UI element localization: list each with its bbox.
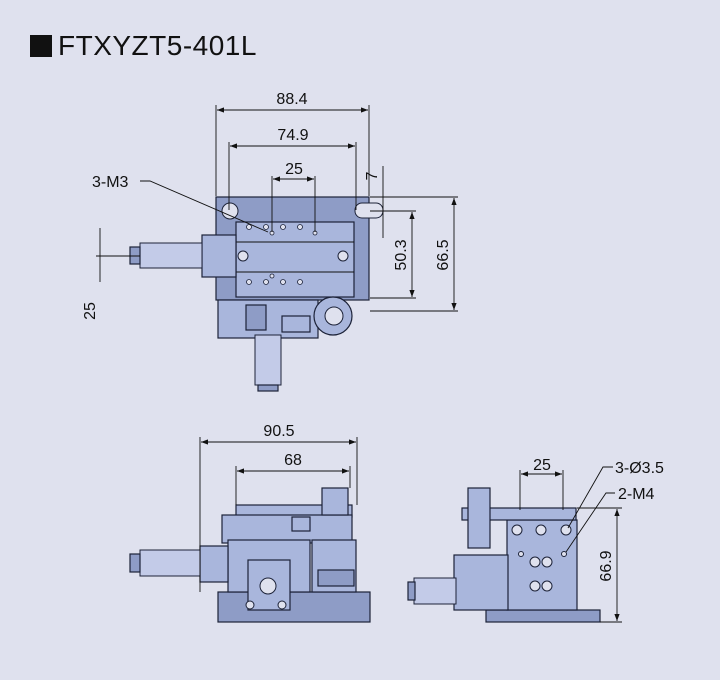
front-micrometer bbox=[139, 549, 201, 577]
dim-66-9: 66.9 bbox=[598, 550, 615, 581]
front-view: 90.5 68 bbox=[129, 423, 371, 623]
side-micrometer bbox=[413, 577, 457, 605]
y-micrometer bbox=[254, 334, 282, 386]
dim-74-9: 74.9 bbox=[277, 127, 308, 144]
dim-25-left: 25 bbox=[82, 302, 99, 320]
model-name: FTXYZT5-401L bbox=[58, 30, 257, 61]
dim-7: 7 bbox=[364, 171, 381, 180]
top-table bbox=[235, 221, 355, 298]
top-view: 88.4 74.9 25 7 50.3 66.5 25 3-M3 bbox=[82, 91, 458, 392]
callout-3-d3-5: 3-Ø3.5 bbox=[615, 460, 664, 477]
dim-25-side: 25 bbox=[533, 457, 551, 474]
side-view: 25 66.9 3-Ø3.5 2-M4 bbox=[407, 457, 664, 623]
dim-90-5: 90.5 bbox=[263, 423, 294, 440]
dim-50-3: 50.3 bbox=[393, 239, 410, 270]
callout-2-m4: 2-M4 bbox=[618, 486, 655, 503]
x-micrometer bbox=[139, 242, 203, 269]
side-base bbox=[485, 609, 601, 623]
callout-3-m3: 3-M3 bbox=[92, 174, 129, 191]
page-title: FTXYZT5-401L bbox=[30, 30, 257, 62]
front-base bbox=[217, 591, 371, 623]
dim-25-top: 25 bbox=[285, 161, 303, 178]
title-square-icon bbox=[30, 35, 52, 57]
slot-right bbox=[354, 202, 384, 219]
slot-left bbox=[221, 202, 239, 220]
dim-88-4: 88.4 bbox=[276, 91, 307, 108]
x-micrometer-clamp bbox=[201, 234, 237, 278]
dim-66-5: 66.5 bbox=[435, 239, 452, 270]
dim-68: 68 bbox=[284, 452, 302, 469]
